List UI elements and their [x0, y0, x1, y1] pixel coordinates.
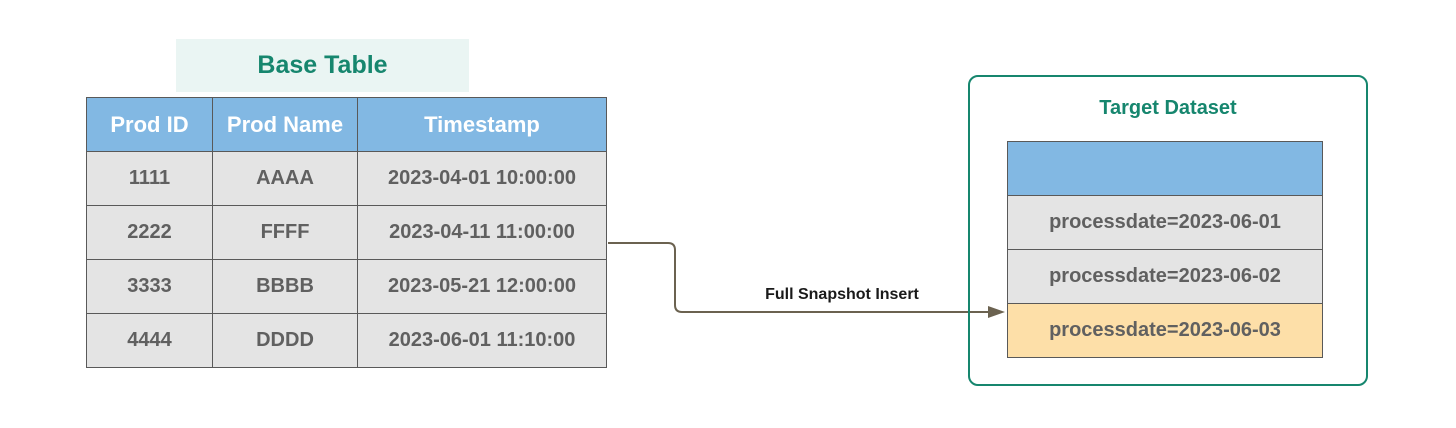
target-dataset-title: Target Dataset	[1099, 97, 1237, 119]
cell-timestamp: 2023-04-11 11:00:00	[357, 205, 607, 260]
column-header-prod-id: Prod ID	[86, 97, 213, 152]
cell-timestamp: 2023-06-01 11:10:00	[357, 313, 607, 368]
target-dataset-container	[968, 75, 1368, 386]
cell-prod-name: BBBB	[212, 259, 358, 314]
cell-prod-name: AAAA	[212, 151, 358, 206]
partition-row: processdate=2023-06-02	[1008, 250, 1322, 304]
cell-timestamp: 2023-04-01 10:00:00	[357, 151, 607, 206]
target-table-header	[1008, 142, 1322, 196]
column-header-prod-name: Prod Name	[212, 97, 358, 152]
table-row: 1111 AAAA 2023-04-01 10:00:00	[86, 151, 607, 206]
cell-timestamp: 2023-05-21 12:00:00	[357, 259, 607, 314]
base-table-title: Base Table	[176, 39, 469, 92]
table-row: 3333 BBBB 2023-05-21 12:00:00	[86, 259, 607, 314]
cell-prod-id: 4444	[86, 313, 213, 368]
table-row: 4444 DDDD 2023-06-01 11:10:00	[86, 313, 607, 368]
target-dataset-table: processdate=2023-06-01 processdate=2023-…	[1007, 141, 1323, 358]
flow-arrow-line	[608, 242, 990, 313]
base-table: Prod ID Prod Name Timestamp 1111 AAAA 20…	[86, 97, 607, 368]
edge-label: Full Snapshot Insert	[765, 286, 919, 303]
partition-row: processdate=2023-06-01	[1008, 196, 1322, 250]
flow-arrow-head-icon	[988, 306, 1005, 318]
table-row: 2222 FFFF 2023-04-11 11:00:00	[86, 205, 607, 260]
partition-row-new: processdate=2023-06-03	[1008, 304, 1322, 357]
base-table-header-row: Prod ID Prod Name Timestamp	[86, 97, 607, 152]
cell-prod-id: 2222	[86, 205, 213, 260]
cell-prod-name: DDDD	[212, 313, 358, 368]
